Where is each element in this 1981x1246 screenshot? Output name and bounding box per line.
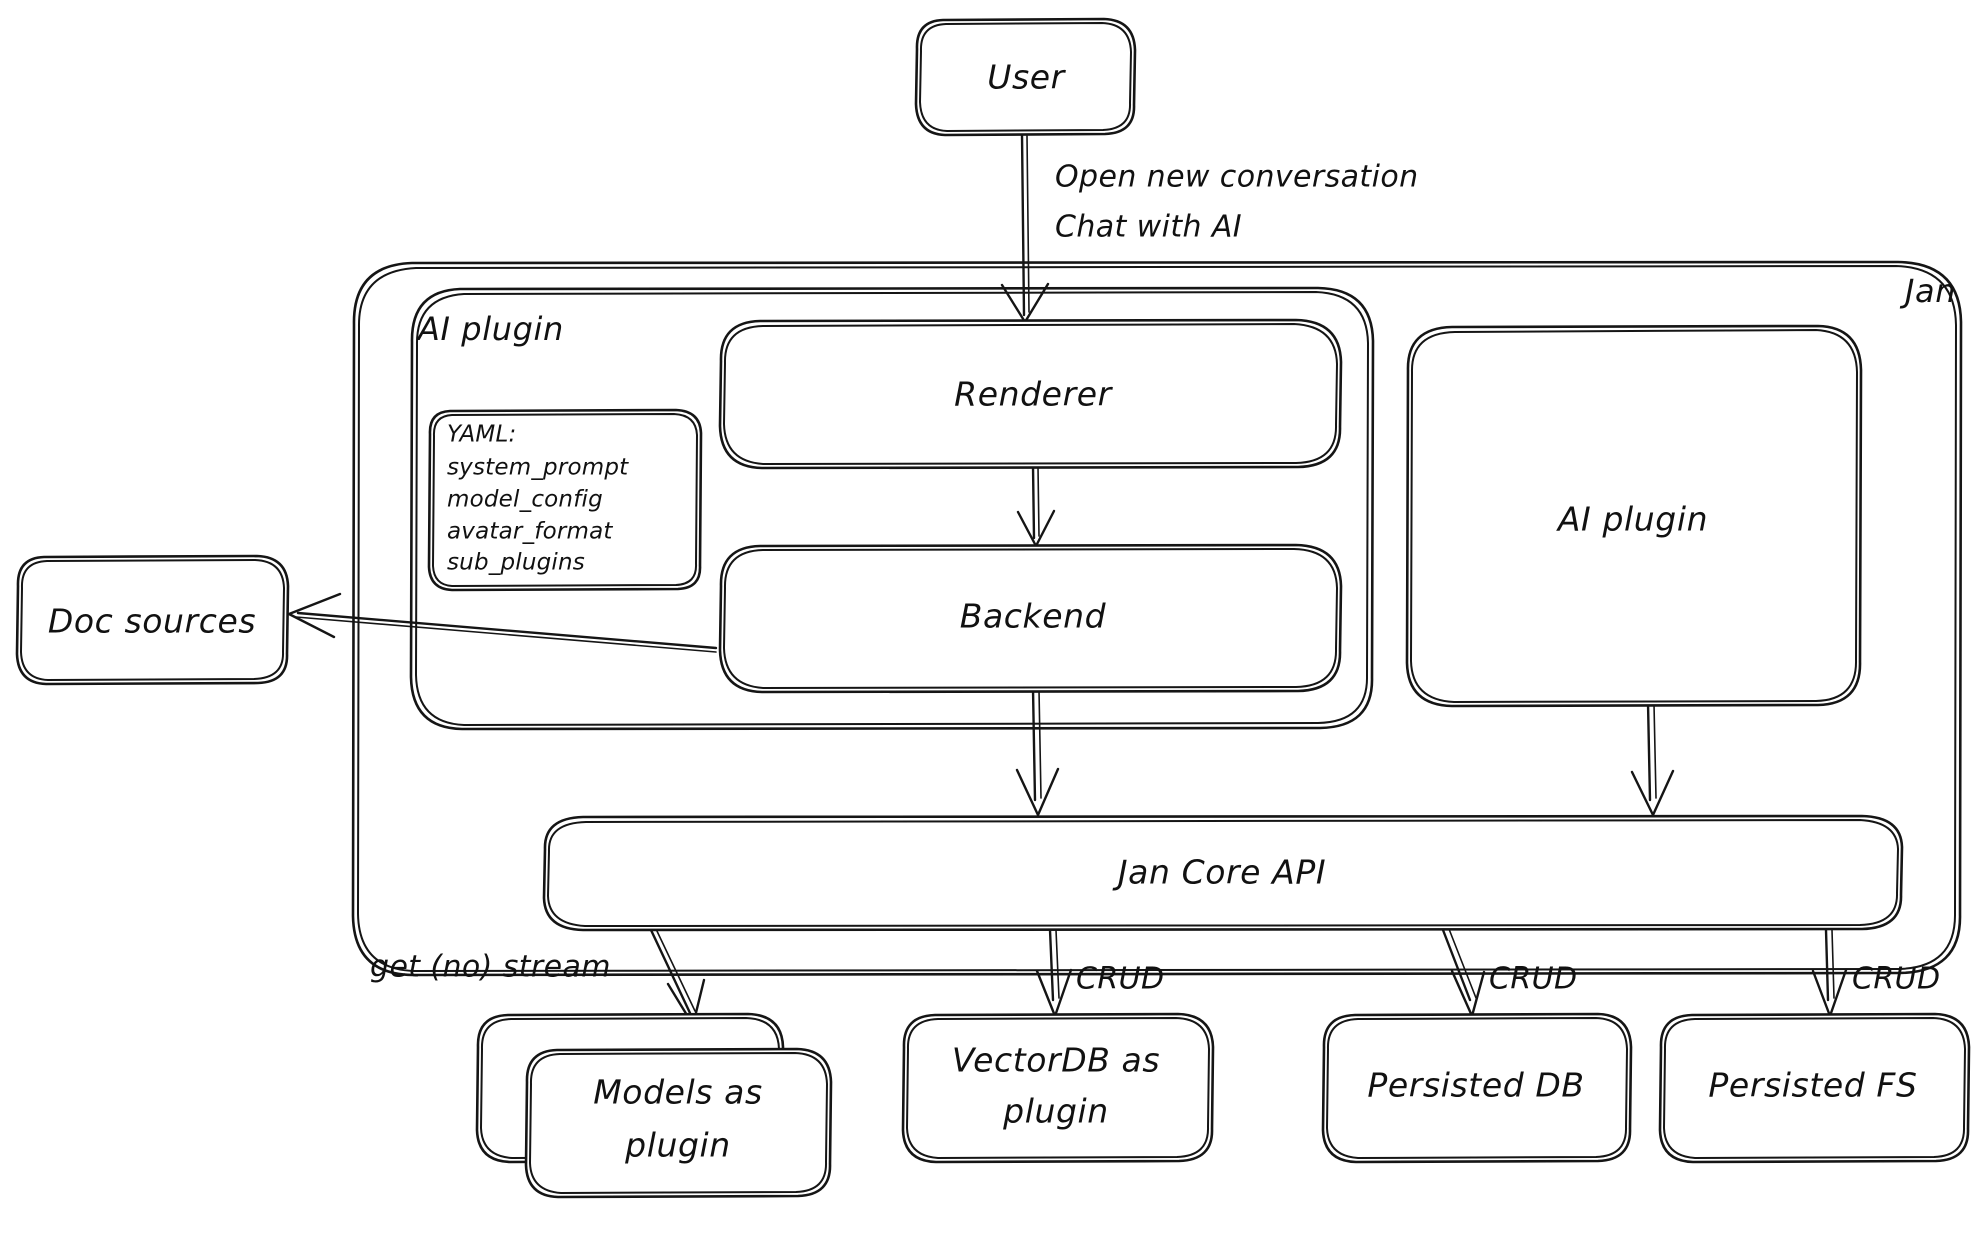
- node-jan-core-api-label: Jan Core API: [1112, 853, 1326, 892]
- container-ai-plugin-group-label: AI plugin: [416, 310, 564, 348]
- edge-jan-core-api-to-models: [649, 928, 706, 1027]
- edge-label-open-conversation: Open new conversation: [1055, 160, 1419, 195]
- edge-user-to-renderer: [1000, 132, 1050, 324]
- container-jan: Jan: [351, 260, 1963, 977]
- container-jan-label: Jan: [1899, 272, 1956, 310]
- node-persisted-db-label: Persisted DB: [1367, 1066, 1584, 1105]
- node-user[interactable]: User: [914, 17, 1137, 137]
- container-ai-plugin-group: AI plugin: [409, 286, 1375, 731]
- yaml-line-1: system_prompt: [447, 455, 629, 481]
- edge-label-get-no-stream: get (no) stream: [370, 950, 611, 985]
- node-renderer-label: Renderer: [954, 375, 1113, 414]
- node-renderer[interactable]: Renderer: [718, 318, 1343, 470]
- node-backend[interactable]: Backend: [718, 543, 1343, 694]
- node-jan-core-api[interactable]: Jan Core API: [542, 814, 1904, 932]
- edge-label-crud-vectordb: CRUD: [1076, 962, 1164, 997]
- edge-label-crud-persisted-db: CRUD: [1489, 962, 1577, 997]
- yaml-line-3: avatar_format: [447, 519, 613, 545]
- edge-ai-plugin-to-jan-core-api: [1630, 701, 1675, 817]
- yaml-config-card: YAML: system_prompt model_config avatar_…: [427, 408, 703, 592]
- node-models-as-plugin-label-line2: plugin: [624, 1126, 731, 1165]
- node-ai-plugin-label: AI plugin: [1556, 500, 1708, 539]
- node-persisted-fs-label: Persisted FS: [1708, 1066, 1917, 1105]
- node-doc-sources[interactable]: Doc sources: [15, 554, 290, 686]
- node-vectordb-as-plugin[interactable]: VectorDB as plugin: [901, 1012, 1215, 1164]
- yaml-line-4: sub_plugins: [447, 550, 585, 576]
- edge-label-chat-with-ai: Chat with AI: [1055, 210, 1242, 245]
- edge-backend-to-doc-sources: [287, 592, 718, 653]
- node-models-as-plugin-label-line1: Models as: [593, 1073, 763, 1112]
- edge-renderer-to-backend: [1016, 464, 1056, 548]
- node-user-label: User: [987, 58, 1066, 97]
- yaml-line-0: YAML:: [447, 422, 516, 448]
- node-doc-sources-label: Doc sources: [48, 602, 256, 641]
- yaml-line-2: model_config: [447, 487, 603, 513]
- node-backend-label: Backend: [960, 597, 1107, 636]
- edge-label-crud-persisted-fs: CRUD: [1852, 962, 1940, 997]
- node-models-as-plugin[interactable]: Models as plugin: [475, 1012, 833, 1199]
- node-ai-plugin[interactable]: AI plugin: [1405, 324, 1863, 708]
- edge-backend-to-jan-core-api: [1015, 687, 1060, 817]
- node-persisted-fs[interactable]: Persisted FS: [1658, 1012, 1971, 1164]
- node-vectordb-label-line2: plugin: [1002, 1092, 1109, 1131]
- node-persisted-db[interactable]: Persisted DB: [1321, 1012, 1633, 1164]
- node-vectordb-label-line1: VectorDB as: [952, 1041, 1160, 1080]
